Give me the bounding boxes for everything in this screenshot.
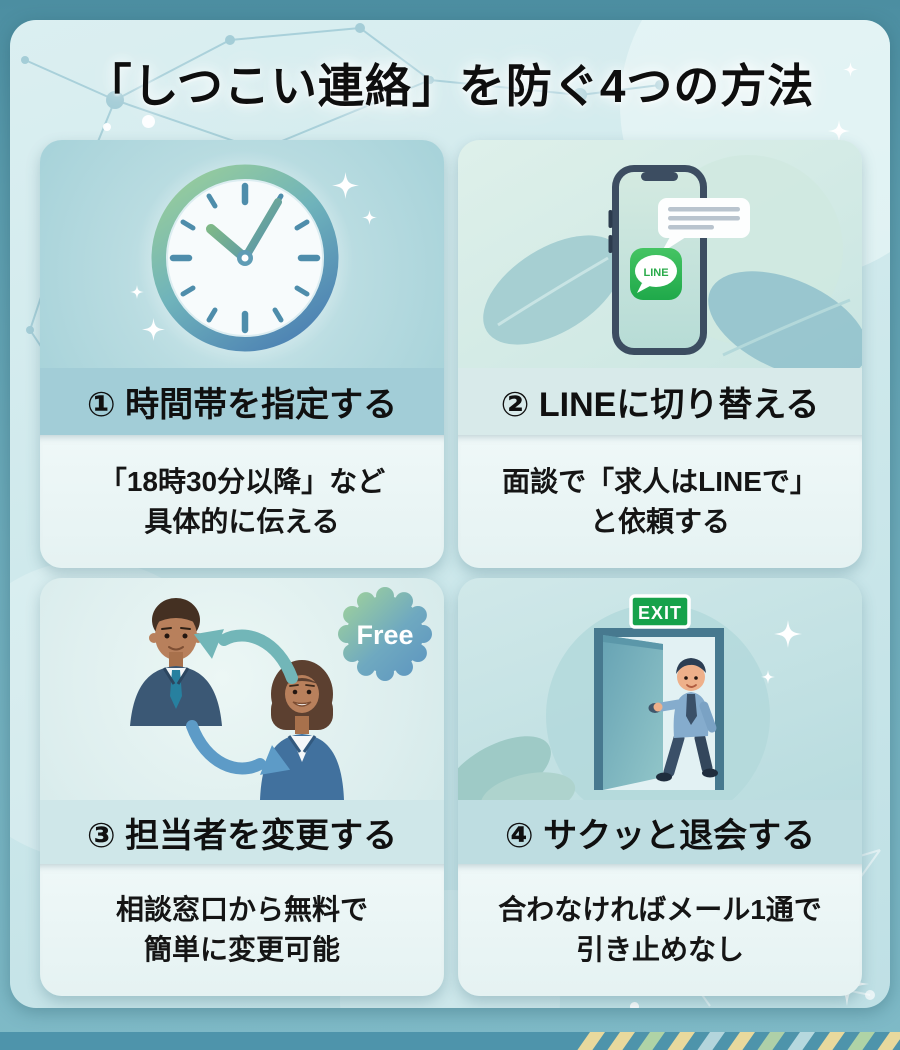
- exit-sign: EXIT: [629, 594, 691, 629]
- line-app-icon: LINE: [630, 248, 682, 300]
- card-change-agent: Free ③ 担当者を変更する 相談窓口から無料で 簡単に変更可能: [40, 578, 444, 996]
- card-3-description: 相談窓口から無料で 簡単に変更可能: [40, 864, 444, 996]
- clock-icon: [151, 164, 339, 352]
- card-1-heading-text: ① 時間帯を指定する: [86, 386, 398, 424]
- card-switch-to-line: LINE ② LINEに切り替える 面談で「求人はLINEで」 と依頼する: [458, 140, 862, 568]
- leaf-decoration: [458, 736, 576, 800]
- card-2-heading-text: ② LINEに切り替える: [500, 386, 820, 424]
- exit-door-illustration: EXIT: [458, 578, 862, 800]
- exit-sign-text: EXIT: [638, 603, 682, 623]
- agent-swap-illustration: Free: [40, 578, 444, 800]
- free-badge: Free: [338, 587, 432, 681]
- card-4-heading: ④ サクッと退会する: [458, 800, 862, 864]
- card-3-heading-text: ③ 担当者を変更する: [86, 816, 398, 855]
- card-3-heading: ③ 担当者を変更する: [40, 800, 444, 864]
- female-agent-figure: [260, 660, 344, 800]
- sparkle-icon: [761, 620, 802, 684]
- infographic-title: 「しつこい連絡」を防ぐ4つの方法: [85, 60, 815, 112]
- stripe-decoration: [577, 1032, 900, 1050]
- card-2-desc-line2: と依頼する: [589, 505, 730, 537]
- leaf-decoration: [483, 235, 862, 368]
- phone-line-illustration: LINE: [458, 140, 862, 368]
- swap-arrow-top-icon: [193, 629, 298, 684]
- infographic-panel: 「しつこい連絡」を防ぐ4つの方法: [10, 20, 890, 1008]
- card-3-desc-line2: 簡単に変更可能: [143, 934, 340, 965]
- free-badge-text: Free: [356, 620, 413, 650]
- card-2-heading: ② LINEに切り替える: [458, 368, 862, 435]
- leaving-person-figure: [653, 658, 718, 782]
- card-4-heading-text: ④ サクッと退会する: [504, 816, 816, 855]
- card-1-desc-line2: 具体的に伝える: [144, 505, 340, 537]
- line-logo-text: LINE: [643, 267, 668, 279]
- white-dot: [103, 123, 111, 131]
- card-1-heading: ① 時間帯を指定する: [40, 368, 444, 435]
- clock-illustration: [40, 140, 444, 368]
- card-4-desc-line1: 合わなければメール1通で: [498, 894, 822, 926]
- clock-ticks: [169, 182, 321, 334]
- card-specify-time: ① 時間帯を指定する 「18時30分以降」など 具体的に伝える: [40, 140, 444, 568]
- card-4-desc-line2: 引き止めなし: [575, 934, 744, 965]
- white-dot: [630, 1002, 639, 1008]
- sparkle-icon: [828, 120, 850, 142]
- card-quick-withdrawal: EXIT ④ サクッと退会する 合わなければメール1通で 引き止めなし: [458, 578, 862, 996]
- card-1-desc-line1: 「18時30分以降」など: [98, 465, 386, 497]
- card-2-desc-line1: 面談で「求人はLINEで」: [502, 465, 818, 497]
- card-3-desc-line1: 相談窓口から無料で: [115, 894, 368, 926]
- card-1-description: 「18時30分以降」など 具体的に伝える: [40, 435, 444, 568]
- bottom-bar: [0, 1032, 900, 1050]
- chat-bubble-icon: [658, 198, 750, 253]
- card-2-description: 面談で「求人はLINEで」 と依頼する: [458, 435, 862, 568]
- swap-arrow-bottom-icon: [186, 720, 291, 775]
- white-dot: [142, 115, 155, 128]
- male-agent-figure: [130, 598, 222, 726]
- card-4-description: 合わなければメール1通で 引き止めなし: [458, 864, 862, 996]
